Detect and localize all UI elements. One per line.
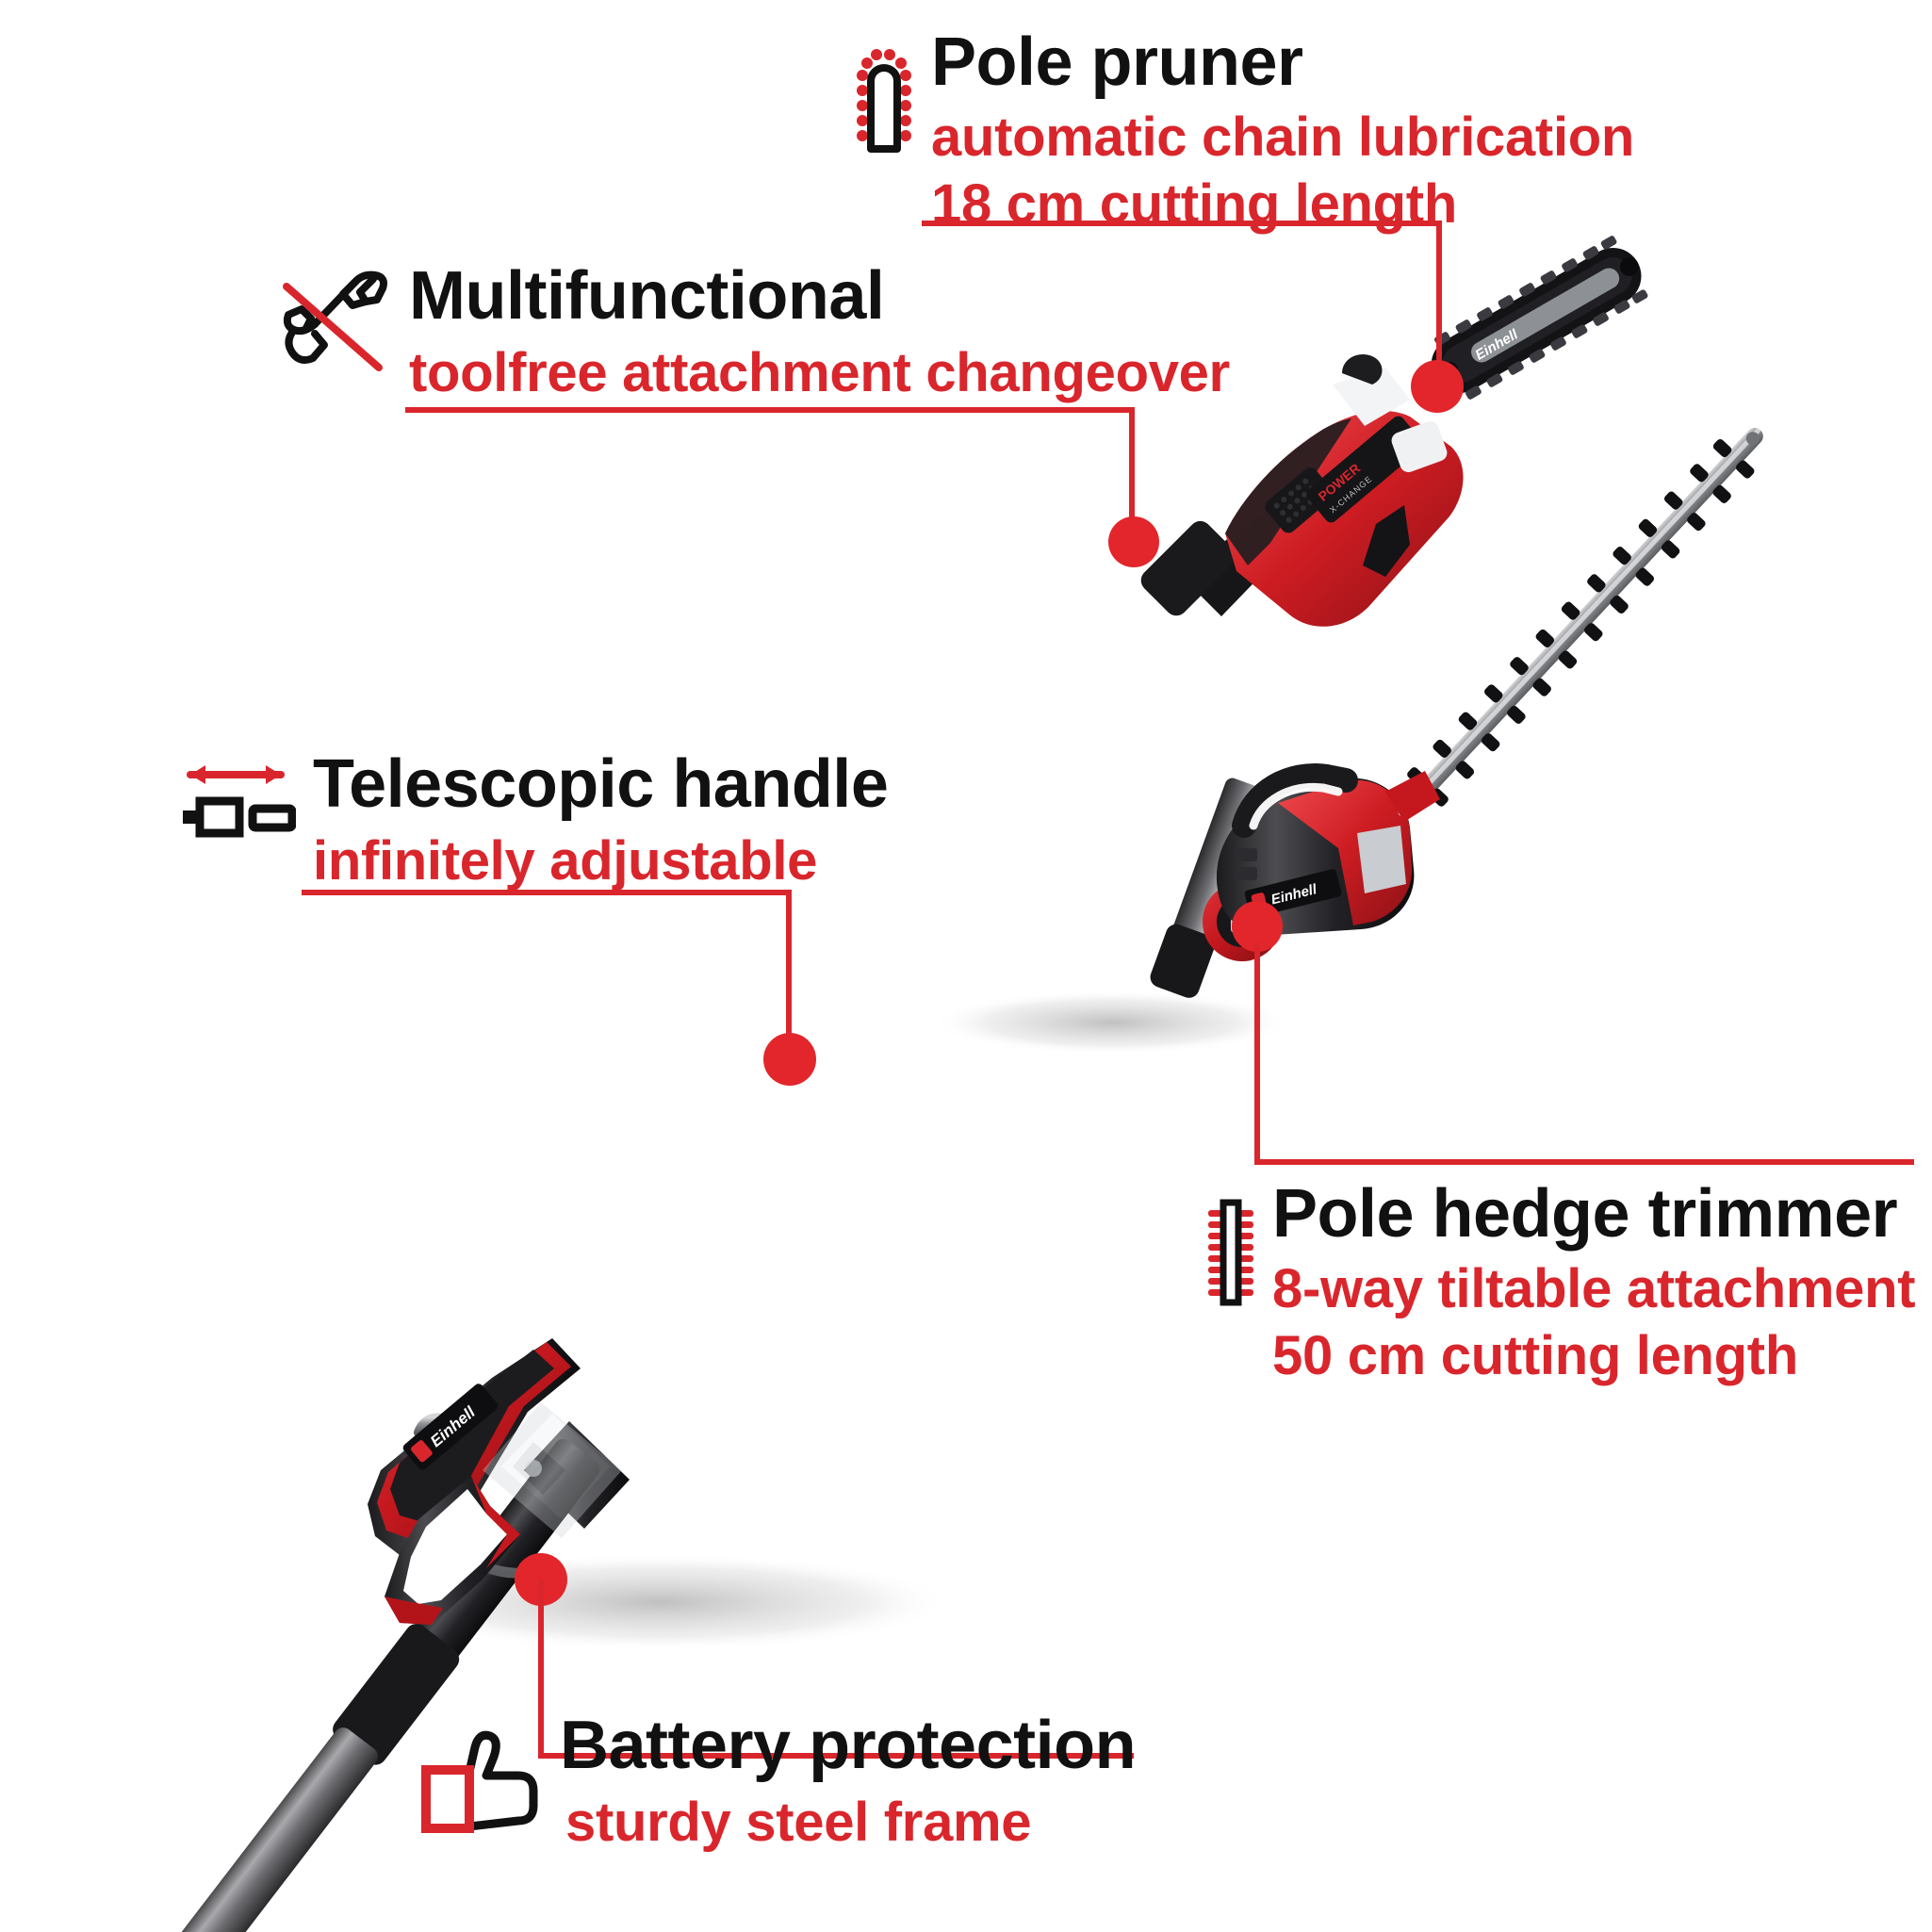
telescopic-arrow-icon	[175, 760, 297, 851]
callout-pole-hedge-trimmer: Pole hedge trimmer 8-way tiltable attach…	[1206, 1176, 1916, 1387]
hedge-blade-icon	[1206, 1197, 1255, 1313]
callout-sub-hedge-trimmer-1: 8-way tiltable attachment	[1272, 1258, 1916, 1319]
handle-battery-assembly: Einhell	[368, 1338, 622, 1625]
no-tools-wrench-icon	[281, 270, 392, 380]
telescopic-pole	[172, 1421, 630, 1932]
callout-dot-telescopic	[763, 1033, 816, 1086]
callout-line-telescopic-horizontal	[302, 890, 792, 895]
callout-sub-battery-1: sturdy steel frame	[565, 1792, 1032, 1853]
callout-title-telescopic: Telescopic handle	[313, 746, 889, 822]
callout-dot-pole-pruner	[1411, 360, 1464, 413]
callout-telescopic-handle: Telescopic handle infinitely adjustable	[175, 746, 889, 892]
callout-sub-pole-pruner-1: automatic chain lubrication	[931, 106, 1635, 168]
pole-hedge-trimmer-unit: Einhell	[1150, 428, 1763, 998]
pole-pruner-head: POWER X-CHANGE Einhell	[1140, 236, 1648, 627]
callout-sub-multifunctional-1: toolfree attachment changeover	[409, 342, 1230, 403]
callout-sub-pole-pruner-2: 18 cm cutting length	[931, 172, 1457, 235]
callout-sub-hedge-trimmer-2: 50 cm cutting length	[1272, 1324, 1798, 1386]
callout-sub-telescopic-1: infinitely adjustable	[313, 830, 818, 892]
callout-dot-multifunctional	[1108, 516, 1159, 567]
callout-pole-pruner: Pole pruner automatic chain lubrication …	[854, 28, 1634, 236]
callout-title-multifunctional: Multifunctional	[409, 258, 885, 334]
callout-title-battery: Battery protection	[560, 1708, 1137, 1783]
thumbs-up-battery-icon	[417, 1728, 543, 1850]
callout-line-battery-horizontal	[538, 1753, 1134, 1759]
callout-line-battery-vertical	[538, 1580, 544, 1759]
callout-line-telescopic-vertical	[786, 890, 792, 1048]
callout-line-multifunctional-horizontal	[405, 407, 1135, 413]
callout-title-pole-pruner: Pole pruner	[931, 25, 1303, 100]
callout-line-multifunctional-vertical	[1129, 407, 1135, 535]
callout-line-hedge-trimmer-vertical	[1254, 942, 1260, 1165]
callout-line-pole-pruner-horizontal	[922, 221, 1442, 226]
callout-title-hedge-trimmer: Pole hedge trimmer	[1272, 1176, 1898, 1252]
callout-battery-protection: Battery protection sturdy steel frame	[417, 1708, 1137, 1854]
callout-line-pole-pruner-vertical	[1436, 221, 1442, 379]
callout-line-hedge-trimmer-horizontal	[1254, 1159, 1914, 1165]
callout-multifunctional: Multifunctional toolfree attachment chan…	[281, 262, 1230, 404]
chainsaw-bar-icon	[854, 47, 914, 163]
